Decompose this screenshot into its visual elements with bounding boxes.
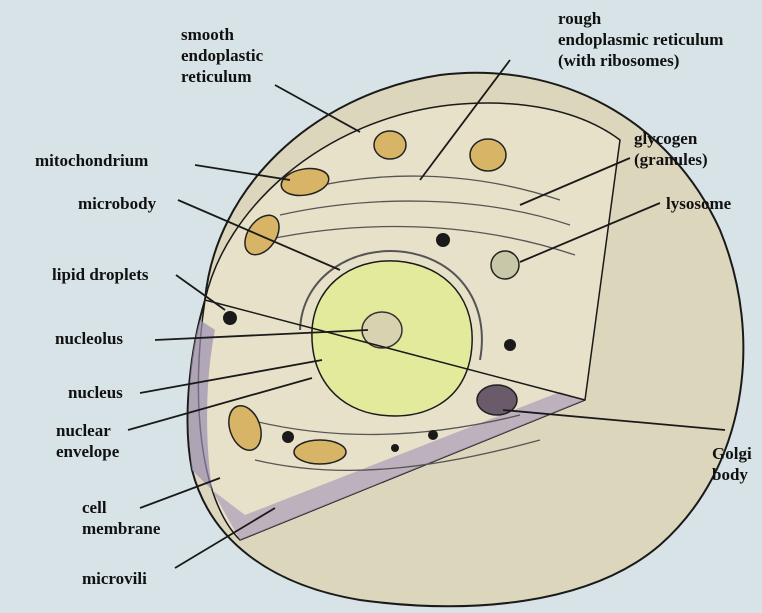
- lysosome-label: lysosome: [666, 193, 731, 214]
- microvili-label: microvili: [82, 568, 147, 589]
- label-line: body: [712, 464, 752, 485]
- mitochondrion: [470, 139, 506, 171]
- label-line: glycogen: [634, 128, 708, 149]
- microbody-label: microbody: [78, 193, 156, 214]
- nuclear-envelope-label: nuclear envelope: [56, 420, 119, 462]
- label-line: (granules): [634, 149, 708, 170]
- cell-membrane-label: cell membrane: [82, 497, 160, 539]
- lysosome: [491, 251, 519, 279]
- smooth-er-label: smooth endoplastic reticulum: [181, 24, 263, 87]
- label-line: Golgi: [712, 443, 752, 464]
- golgi-body-label: Golgi body: [712, 443, 752, 485]
- mitochondrion: [294, 440, 346, 464]
- label-line: endoplastic: [181, 45, 263, 66]
- label-line: endoplasmic reticulum: [558, 29, 723, 50]
- mitochondrion: [374, 131, 406, 159]
- label-line: envelope: [56, 441, 119, 462]
- nucleus-label: nucleus: [68, 382, 123, 403]
- label-line: cell: [82, 497, 160, 518]
- label-line: rough: [558, 8, 723, 29]
- glycogen-label: glycogen (granules): [634, 128, 708, 170]
- mitochondrium-label: mitochondrium: [35, 150, 148, 171]
- rough-er-label: rough endoplasmic reticulum (with riboso…: [558, 8, 723, 71]
- label-line: (with ribosomes): [558, 50, 723, 71]
- label-line: reticulum: [181, 66, 263, 87]
- label-line: nuclear: [56, 420, 119, 441]
- nucleolus-label: nucleolus: [55, 328, 123, 349]
- lipid-droplets-label: lipid droplets: [52, 264, 149, 285]
- label-line: membrane: [82, 518, 160, 539]
- label-line: smooth: [181, 24, 263, 45]
